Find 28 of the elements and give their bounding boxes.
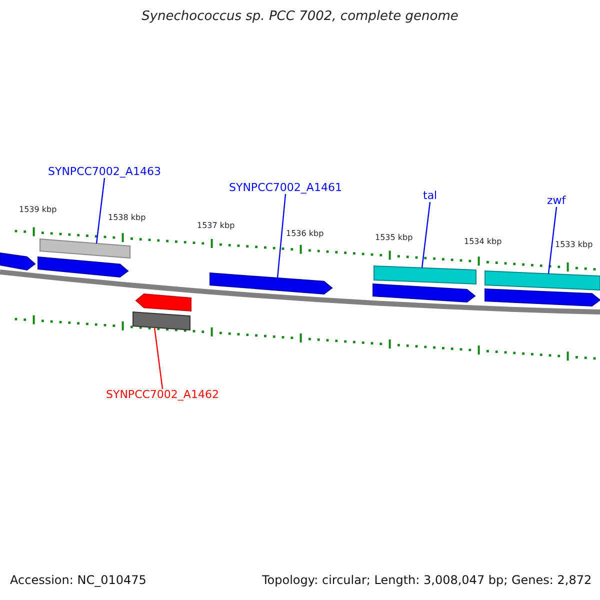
- gene-feature-bar: [40, 238, 130, 259]
- gene-feature-bar: [132, 311, 190, 331]
- genome-title: Synechococcus sp. PCC 7002, complete genome: [140, 10, 460, 24]
- scale-label: 1535 kbp: [375, 234, 413, 243]
- scale-label: 1539 kbp: [19, 206, 57, 215]
- scale-label: 1533 kbp: [555, 241, 593, 250]
- gene-feature-bar: [374, 265, 476, 285]
- scale-label: 1538 kbp: [108, 214, 146, 223]
- gene-label: SYNPCC7002_A1462: [106, 389, 219, 402]
- gene-label: tal: [423, 190, 438, 202]
- gene-feature: [484, 288, 600, 306]
- gene-feature-bar: [484, 270, 600, 291]
- gene-feature: [135, 293, 192, 312]
- scale-label: 1534 kbp: [464, 238, 502, 247]
- gene-feature: [210, 272, 333, 295]
- leader-line: [154, 327, 164, 390]
- scale-label: 1536 kbp: [286, 230, 324, 239]
- footer-text: Topology: circular; Length: 3,008,047 bp; Genes: 2,872: [262, 574, 592, 588]
- gene-label: SYNPCC7002_A1463: [48, 166, 161, 178]
- leader-line: [421, 202, 431, 268]
- gene-feature: [372, 283, 476, 303]
- gene-label: SYNPCC7002_A1461: [229, 182, 342, 194]
- footer-text: Accession: NC_010475: [10, 574, 146, 588]
- leader-line: [548, 206, 558, 274]
- leader-line: [276, 194, 286, 278]
- gene-label: zwf: [547, 195, 566, 208]
- scale-label: 1537 kbp: [197, 222, 235, 231]
- gene-feature: [0, 252, 36, 271]
